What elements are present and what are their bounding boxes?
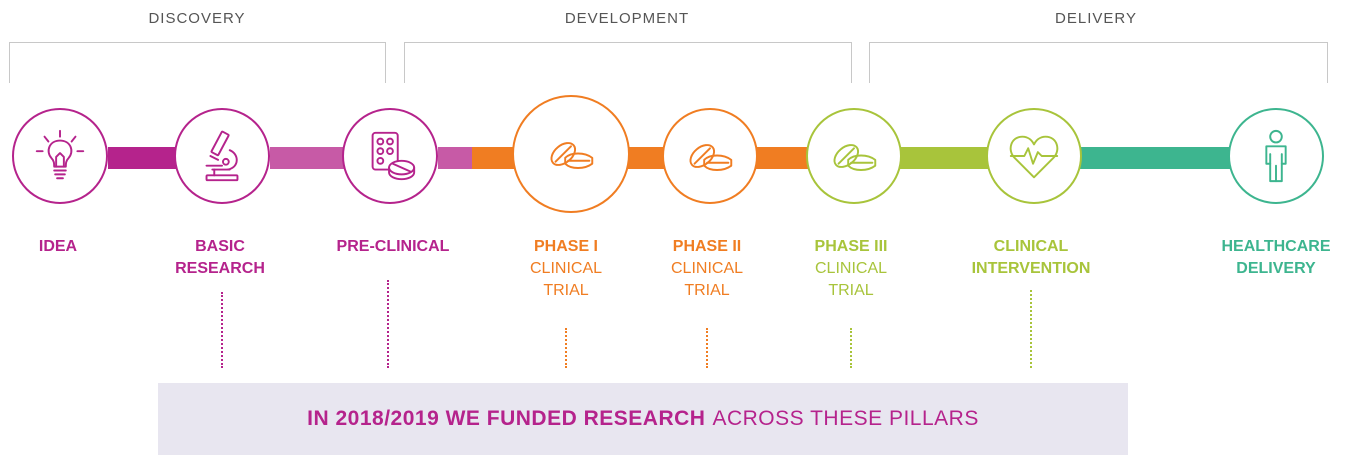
stage-label-pre-clinical: PRE-CLINICAL xyxy=(337,236,450,258)
node-phase-3 xyxy=(806,108,902,204)
stage-title: IDEA xyxy=(38,238,78,255)
stage-subtitle: CLINICAL xyxy=(814,260,888,277)
pills-icon xyxy=(550,142,594,169)
stage-title-line-2: DELIVERY xyxy=(1236,260,1316,277)
node-basic-research xyxy=(174,108,270,204)
stage-label-idea: IDEA xyxy=(39,236,77,258)
connector-phase3-intervention xyxy=(900,147,990,169)
pills-icon xyxy=(689,144,733,171)
stage-label-clinical-intervention: CLINICAL INTERVENTION xyxy=(972,236,1091,280)
stage-subtitle-line-2: TRIAL xyxy=(543,282,589,299)
connector-preclinical-phase1 xyxy=(438,147,472,169)
stage-title: PRE-CLINICAL xyxy=(336,238,450,255)
stage-subtitle: CLINICAL xyxy=(529,260,603,277)
connector-basic-preclinical xyxy=(270,147,346,169)
connector-intervention-delivery xyxy=(1080,147,1230,169)
dotted-connector-basic-research xyxy=(221,292,223,368)
connector-idea-basic xyxy=(108,147,178,169)
pills-icon xyxy=(833,144,877,171)
dotted-connector-clinical-intervention xyxy=(1030,290,1032,368)
development-bracket xyxy=(404,42,852,83)
connector-phase1-phase2 xyxy=(626,147,666,169)
microscope-icon xyxy=(205,130,239,182)
stage-title-line-2: RESEARCH xyxy=(175,260,265,277)
discovery-bracket xyxy=(9,42,386,83)
stage-subtitle-line-2: TRIAL xyxy=(828,282,874,299)
banner-highlight-text: IN 2018/2019 WE FUNDED RESEARCH xyxy=(307,407,706,430)
stage-label-healthcare-delivery: HEALTHCARE DELIVERY xyxy=(1221,236,1330,280)
group-title-delivery: DELIVERY xyxy=(1055,10,1137,27)
person-icon xyxy=(1265,129,1287,183)
stage-title: HEALTHCARE xyxy=(1221,238,1331,255)
dotted-connector-pre-clinical xyxy=(387,280,389,368)
pill-pack-icon xyxy=(371,131,416,181)
dotted-connector-phase-3 xyxy=(850,328,852,368)
delivery-bracket xyxy=(869,42,1328,83)
stage-subtitle-line-2: TRIAL xyxy=(684,282,730,299)
node-healthcare-delivery xyxy=(1228,108,1324,204)
node-phase-1 xyxy=(512,95,630,213)
group-title-development: DEVELOPMENT xyxy=(564,10,690,27)
heart-pulse-icon xyxy=(1009,135,1059,179)
stage-title: CLINICAL xyxy=(993,238,1069,255)
lightbulb-icon xyxy=(35,129,85,180)
stage-title: PHASE II xyxy=(672,238,742,255)
stage-title-line-2: INTERVENTION xyxy=(971,260,1091,277)
connector-preclinical-phase1-orange xyxy=(472,147,514,169)
dotted-connector-phase-1 xyxy=(565,328,567,368)
stage-label-phase-3: PHASE III CLINICAL TRIAL xyxy=(815,236,888,302)
node-phase-2 xyxy=(662,108,758,204)
group-title-discovery: DISCOVERY xyxy=(148,10,246,27)
stage-title: PHASE I xyxy=(533,238,598,255)
node-clinical-intervention xyxy=(986,108,1082,204)
stage-label-phase-2: PHASE II CLINICAL TRIAL xyxy=(671,236,743,302)
stage-label-phase-1: PHASE I CLINICAL TRIAL xyxy=(530,236,602,302)
stage-label-basic-research: BASIC RESEARCH xyxy=(175,236,265,280)
dotted-connector-phase-2 xyxy=(706,328,708,368)
banner-rest-text: ACROSS THESE PILLARS xyxy=(712,407,979,430)
node-pre-clinical xyxy=(342,108,438,204)
funding-banner: IN 2018/2019 WE FUNDED RESEARCH ACROSS T… xyxy=(158,383,1128,455)
connector-phase2-phase3 xyxy=(750,147,808,169)
node-idea xyxy=(12,108,108,204)
stage-title: BASIC xyxy=(195,238,245,255)
stage-title: PHASE III xyxy=(814,238,888,255)
stage-subtitle: CLINICAL xyxy=(670,260,744,277)
